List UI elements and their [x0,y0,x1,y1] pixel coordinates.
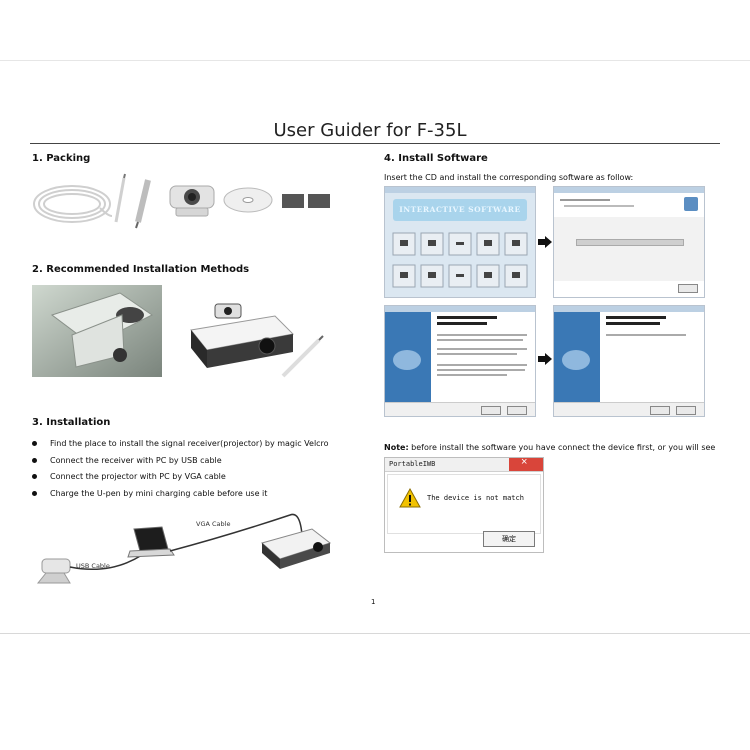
installation-step: Connect the receiver with PC by USB cabl… [32,455,362,472]
section-heading-packing: 1. Packing [32,153,91,164]
dialog-close-button[interactable] [509,456,543,471]
page-top-border [0,60,750,61]
setup-icon [684,197,698,211]
wizard-body [554,217,704,281]
projector-icon [260,528,332,569]
document-title: User Guider for F-35L [273,120,467,141]
vga-cable-line [169,513,303,552]
install-progress-screenshot [553,186,705,298]
note-label: Note: [384,443,409,452]
usb-cable-label: USB Cable [76,562,110,570]
next-button [481,406,501,415]
velcro-pads-icon [282,194,330,208]
device-error-dialog: PortableIWB The device is not match 确定 [384,456,544,553]
installation-step: Find the place to install the signal rec… [32,438,362,455]
software-note: Note: before install the software you ha… [384,443,715,452]
wizard-side-image [554,312,600,402]
ceiling-mount-photo [32,285,162,377]
window-titlebar [554,306,704,312]
window-titlebar [385,187,535,193]
packing-contents-photo [33,173,330,229]
wizard-side-image [385,312,431,402]
usb-cable-coil [33,185,113,223]
window-titlebar [385,306,535,312]
software-banner-text: INTERACTIVE SOFTWARE [399,205,521,214]
setup-wizard-welcome-screenshot [384,305,536,417]
window-titlebar [554,187,704,193]
dialog-titlebar: PortableIWB [385,456,543,472]
projector-with-receiver-photo [190,303,324,378]
cancel-button [676,406,696,415]
finish-button [650,406,670,415]
progress-bar [576,239,684,246]
installation-steps-list: Find the place to install the signal rec… [32,438,362,504]
upen-icon [135,179,151,229]
next-arrow-icon [538,236,552,248]
title-rule [30,143,720,144]
setup-wizard-complete-screenshot [553,305,705,417]
connection-diagram [36,513,332,584]
warning-icon [399,488,421,508]
software-banner: INTERACTIVE SOFTWARE [393,199,527,221]
tool-icon-grid [392,232,528,288]
page-number: 1 [371,598,376,606]
vga-cable-label: VGA Cable [196,520,231,528]
software-main-window-screenshot: INTERACTIVE SOFTWARE [384,186,536,298]
section-heading-recommended: 2. Recommended Installation Methods [32,264,250,275]
cancel-button [678,284,698,293]
usb-cable-line [69,554,143,570]
cancel-button [507,406,527,415]
receiver-icon [36,558,71,584]
dialog-ok-button[interactable]: 确定 [483,531,535,547]
section-heading-software: 4. Install Software [384,153,488,164]
pen-icon [114,173,126,223]
page-bottom-border [0,633,750,634]
note-text: before install the software you have con… [408,443,716,452]
software-intro-text: Insert the CD and install the correspond… [384,173,634,182]
dialog-message: The device is not match [427,494,524,502]
laptop-icon [127,526,175,558]
receiver-camera-icon [169,185,215,217]
section-heading-installation: 3. Installation [32,417,111,428]
next-arrow-icon [538,353,552,365]
wizard-header [554,193,704,218]
dialog-title: PortableIWB [389,460,436,468]
installation-step: Connect the projector with PC by VGA cab… [32,471,362,488]
installation-step: Charge the U-pen by mini charging cable … [32,488,362,505]
cd-disc-icon [223,187,273,213]
